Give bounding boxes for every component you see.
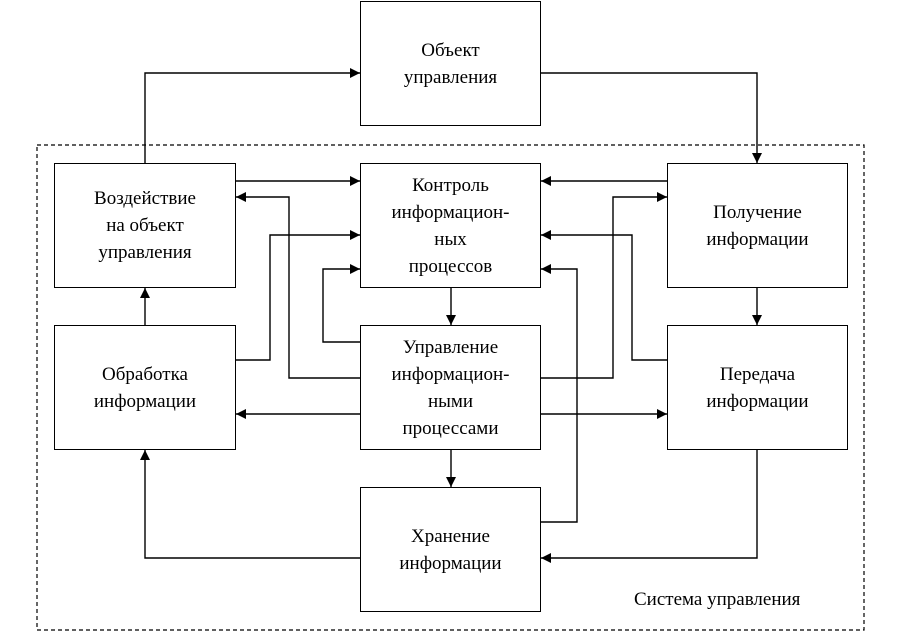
edge-transfer-to-control bbox=[541, 230, 667, 361]
node-receive-label: Получение информации bbox=[706, 201, 809, 250]
edge-management-to-receive bbox=[541, 192, 667, 379]
node-control-object: Объект управления bbox=[360, 1, 541, 126]
edge-management-to-impact bbox=[236, 192, 360, 379]
node-control-object-label: Объект управления bbox=[403, 39, 498, 88]
node-impact-label: Воздействие на объект управления bbox=[94, 188, 196, 263]
node-storage-label: Хранение информации bbox=[399, 525, 502, 574]
edge-object-to-receive bbox=[541, 72, 762, 163]
node-control: Контроль информацион- ных процессов bbox=[360, 163, 541, 288]
node-transfer: Передача информации bbox=[667, 325, 848, 450]
edge-storage-to-processing bbox=[140, 450, 360, 559]
system-boundary bbox=[36, 144, 865, 631]
edge-storage-to-control bbox=[541, 264, 578, 523]
system-label: Система управления bbox=[634, 589, 801, 610]
node-storage: Хранение информации bbox=[360, 487, 541, 612]
node-management: Управление информацион- ными процессами bbox=[360, 325, 541, 450]
node-management-label: Управление информацион- ными процессами bbox=[391, 336, 510, 439]
node-impact: Воздействие на объект управления bbox=[54, 163, 236, 288]
edge-transfer-to-storage bbox=[541, 450, 758, 563]
node-processing: Обработка информации bbox=[54, 325, 236, 450]
node-processing-label: Обработка информации bbox=[93, 363, 197, 412]
edge-processing-to-control bbox=[236, 230, 360, 361]
node-control-label: Контроль информацион- ных процессов bbox=[391, 174, 510, 277]
node-transfer-label: Передача информации bbox=[706, 363, 809, 412]
edge-impact-to-object bbox=[144, 68, 360, 163]
node-receive: Получение информации bbox=[667, 163, 848, 288]
edge-management-to-control-loop bbox=[322, 264, 360, 343]
